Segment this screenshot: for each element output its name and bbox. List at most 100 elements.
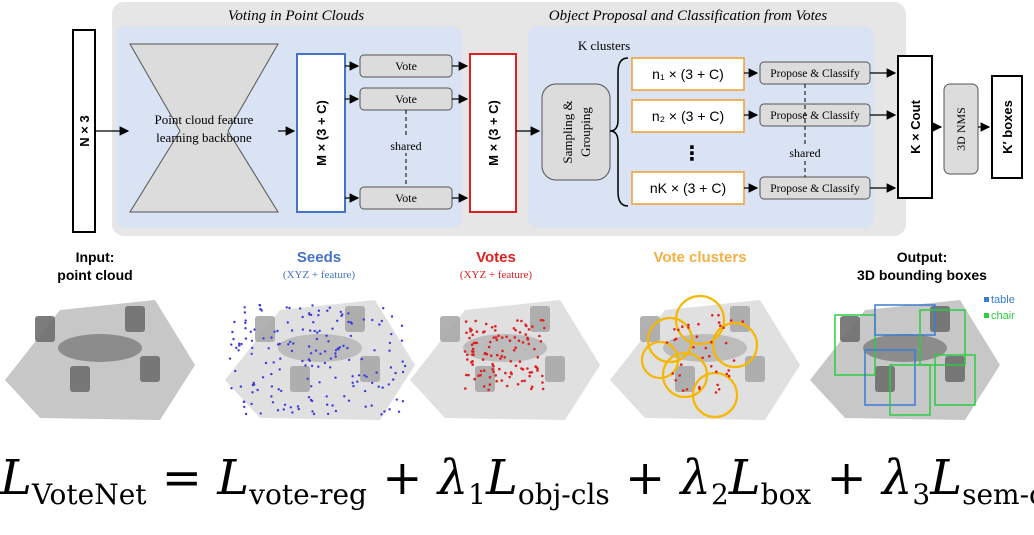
vote-point — [512, 348, 516, 352]
loss-lhs-sub: VoteNet — [31, 478, 147, 511]
vote-point — [500, 379, 504, 382]
shared-label-propose: shared — [789, 146, 820, 160]
seed-point — [292, 342, 295, 345]
vote-point — [528, 371, 532, 374]
seed-point — [356, 380, 359, 383]
seed-point — [371, 318, 374, 322]
cluster-vote-point — [678, 374, 682, 377]
seed-point — [388, 341, 392, 345]
seed-point — [401, 400, 405, 403]
seed-point — [311, 304, 314, 307]
seed-point — [314, 349, 318, 352]
cluster-label-2: n₂ × (3 + C) — [652, 108, 724, 124]
cluster-vote-point — [727, 374, 731, 378]
seed-point — [301, 315, 304, 319]
seed-point — [238, 342, 241, 345]
seed-point — [286, 321, 289, 324]
vote-point — [541, 387, 545, 391]
vote-point — [491, 362, 494, 366]
vote-point — [526, 338, 530, 341]
cluster-vote-point — [673, 328, 676, 331]
seed-point — [336, 319, 339, 322]
nms-box — [943, 83, 979, 175]
cluster-vote-point — [729, 319, 733, 322]
seed-point — [273, 330, 276, 333]
vote-point — [513, 336, 517, 339]
sampling-label-2: Grouping — [578, 107, 593, 157]
seed-point — [336, 347, 340, 350]
seed-point — [347, 312, 350, 315]
vote-point — [525, 324, 528, 328]
vote-point — [466, 353, 469, 357]
cluster-vote-point — [695, 335, 699, 339]
seed-point — [261, 376, 265, 379]
vote-point — [469, 327, 472, 331]
seed-point — [244, 319, 247, 322]
seed-point — [237, 349, 240, 352]
vote-point — [489, 340, 492, 344]
seed-point — [317, 309, 321, 312]
shared-label-bg-propose — [783, 144, 827, 160]
vote-point — [483, 352, 487, 356]
chair-shape — [125, 306, 145, 332]
cluster-dots: ⋮ — [682, 143, 702, 165]
seed-dim-label: M × (3 + C) — [314, 100, 329, 166]
cluster-vote-point — [681, 389, 685, 392]
seed-point — [307, 396, 311, 399]
cluster-vote-point — [710, 340, 713, 344]
seed-point — [370, 404, 373, 407]
cluster-vote-point — [697, 322, 700, 326]
vote-point — [471, 350, 474, 353]
cluster-vote-point — [732, 359, 736, 362]
chair-shape — [945, 356, 965, 382]
seed-point — [276, 329, 279, 333]
chair-shape — [255, 316, 275, 342]
seed-point — [373, 349, 376, 352]
vote-point — [467, 373, 470, 377]
cluster-vote-point — [710, 365, 713, 368]
seed-point — [342, 344, 345, 347]
seed-point — [316, 331, 319, 334]
vote-point — [518, 331, 522, 334]
seed-point — [352, 384, 355, 388]
vote-point — [470, 360, 473, 364]
vote-point — [542, 319, 545, 322]
cluster-circle — [674, 294, 726, 346]
seed-point — [346, 346, 349, 350]
vote-point — [471, 333, 475, 337]
vote-point — [479, 369, 483, 373]
seed-point — [290, 329, 294, 332]
seed-point — [285, 306, 288, 309]
seed-point — [240, 342, 243, 346]
vote-point — [523, 379, 526, 383]
seed-point — [309, 398, 313, 402]
bounding-box — [889, 364, 931, 416]
vote-point — [471, 363, 475, 366]
seed-point — [334, 355, 337, 358]
chair-shape — [440, 316, 460, 342]
seed-point — [288, 340, 292, 344]
seed-point — [291, 411, 294, 414]
cluster-circle — [640, 340, 680, 380]
seed-point — [347, 399, 351, 402]
vote-point — [474, 319, 478, 323]
legend-swatch-table — [984, 297, 989, 302]
cluster-vote-point — [717, 313, 720, 317]
panel-title-output: Output: — [897, 249, 948, 265]
seed-point — [259, 412, 262, 415]
vote-point — [492, 364, 495, 368]
bounding-box — [919, 309, 966, 366]
vote-label-1: Vote — [395, 59, 417, 73]
vote-point — [533, 347, 536, 351]
seed-point — [388, 408, 391, 411]
seed-point — [296, 405, 300, 408]
table-top — [58, 334, 142, 362]
seed-point — [243, 306, 246, 309]
seed-point — [310, 385, 313, 388]
seed-point — [340, 314, 343, 318]
seed-point — [348, 358, 351, 362]
cluster-circle — [711, 321, 759, 369]
seed-point — [267, 347, 270, 350]
input-dim-label: N × 3 — [77, 115, 92, 146]
loss-term-3: L — [728, 450, 761, 506]
